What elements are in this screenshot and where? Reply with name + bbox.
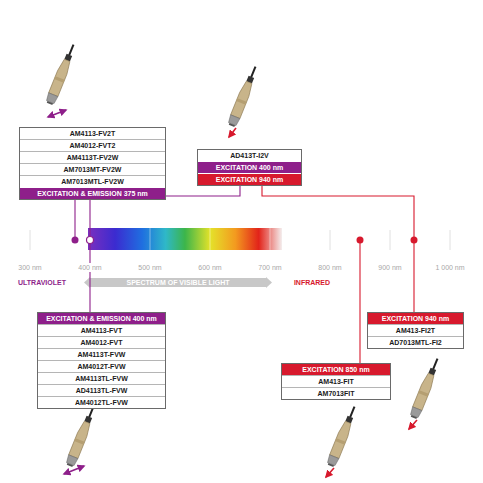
axis-label: 1 000 nm <box>434 263 465 272</box>
single-arrow <box>326 468 334 477</box>
product-box: AD413T-I2VEXCITATION 400 nmEXCITATION 94… <box>197 149 302 186</box>
microscope-icon <box>45 43 78 106</box>
model-number: AD7013MTL-FI2 <box>368 336 463 348</box>
single-arrow <box>229 128 236 137</box>
model-number: AM4113TL-FVW <box>38 372 165 384</box>
axis-label: 300 nm <box>17 263 42 272</box>
region-label: INFRARED <box>293 278 331 287</box>
double-arrow <box>48 110 66 117</box>
microscope-icon <box>65 405 98 468</box>
excitation-band: EXCITATION & EMISSION 375 nm <box>20 187 165 199</box>
model-number: AM4113-FVT <box>38 324 165 336</box>
single-arrow <box>409 420 417 429</box>
axis-label: 800 nm <box>317 263 342 272</box>
axis-label: 700 nm <box>257 263 282 272</box>
excitation-band: EXCITATION 850 nm <box>282 364 390 375</box>
product-box: AM4113-FV2TAM4012-FVT2AM4113T-FV2WAM7013… <box>19 127 166 200</box>
microscope-icon <box>227 65 260 128</box>
range-bar <box>90 278 266 287</box>
product-box: EXCITATION 940 nmAM413-FI2TAD7013MTL-FI2 <box>367 312 464 349</box>
visible-spectrum <box>88 228 282 250</box>
excitation-band: EXCITATION 400 nm <box>198 161 301 173</box>
wavelength-dot <box>411 237 418 244</box>
model-number: AM4012-FVT2 <box>20 139 165 151</box>
model-number: AM4113-FV2T <box>20 128 165 139</box>
model-number: AM413-FI2T <box>368 324 463 336</box>
region-label: SPECTRUM OF VISIBLE LIGHT <box>125 278 230 287</box>
model-number: AD4113TL-FVW <box>38 384 165 396</box>
product-box: EXCITATION 850 nmAM413-FITAM7013FIT <box>281 363 391 400</box>
model-number: AM4113T-FV2W <box>20 151 165 163</box>
excitation-band: EXCITATION & EMISSION 400 nm <box>38 313 165 324</box>
wavelength-dot <box>357 237 364 244</box>
range-arrow <box>84 277 90 288</box>
region-label: ULTRAVIOLET <box>17 278 67 287</box>
axis-label: 600 nm <box>197 263 222 272</box>
model-number: AM413-FIT <box>282 375 390 387</box>
axis-label: 500 nm <box>137 263 162 272</box>
model-number: AM4012T-FVW <box>38 360 165 372</box>
excitation-band: EXCITATION 940 nm <box>368 313 463 324</box>
model-number: AM7013FIT <box>282 387 390 399</box>
model-number: AM4012TL-FVW <box>38 396 165 408</box>
wavelength-dot <box>87 237 94 244</box>
model-number: AM4113T-FVW <box>38 348 165 360</box>
model-number: AM7013MTL-FV2W <box>20 175 165 187</box>
microscope-icon <box>409 357 442 420</box>
model-number: AM4012-FVT <box>38 336 165 348</box>
microscope-icon <box>326 405 359 468</box>
double-arrow <box>64 466 84 474</box>
axis-label: 400 nm <box>77 263 102 272</box>
axis-label: 900 nm <box>377 263 402 272</box>
model-number: AD413T-I2V <box>198 150 301 161</box>
wavelength-dot <box>72 237 79 244</box>
model-number: AM7013MT-FV2W <box>20 163 165 175</box>
excitation-band: EXCITATION 940 nm <box>198 173 301 185</box>
product-box: EXCITATION & EMISSION 400 nmAM4113-FVTAM… <box>37 312 166 409</box>
